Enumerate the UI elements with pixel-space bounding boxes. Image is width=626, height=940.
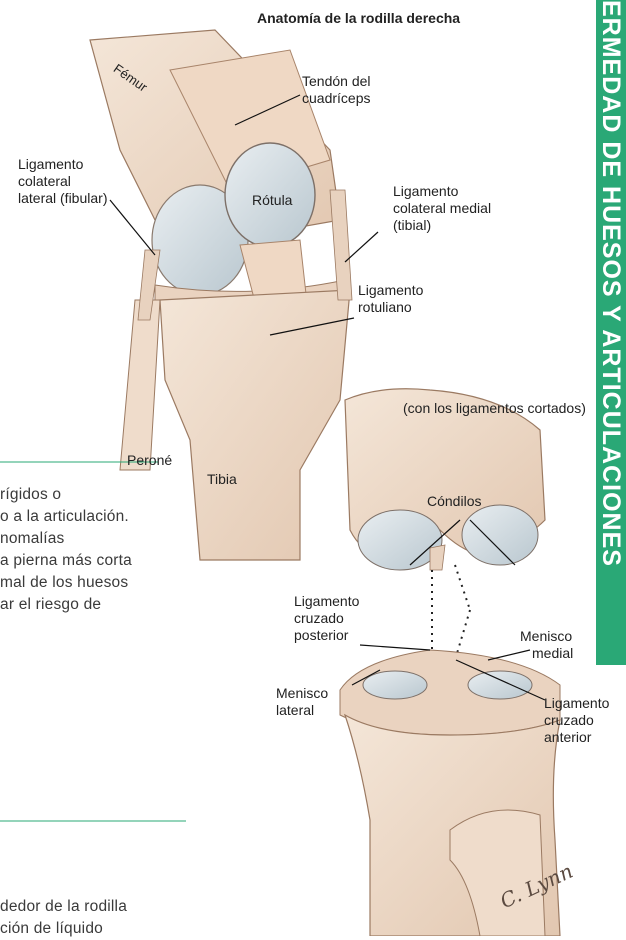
body-line-5: mal de los huesos xyxy=(0,572,128,594)
lcl-label-line1: Ligamento xyxy=(18,156,83,173)
quad-tendon-label-line2: cuadríceps xyxy=(302,90,370,107)
chapter-side-tab: ERMEDAD DE HUESOS Y ARTICULACIONES xyxy=(596,0,626,665)
condilos-label: Cóndilos xyxy=(427,493,481,510)
figure-title: Anatomía de la rodilla derecha xyxy=(257,10,460,27)
figure-subtitle: (con los ligamentos cortados) xyxy=(403,400,586,417)
medial-meniscus-label-line2: medial xyxy=(532,645,573,662)
patellar-ligament-label-line1: Ligamento xyxy=(358,282,423,299)
perone-label: Peroné xyxy=(127,452,172,469)
mcl-label-line3: (tibial) xyxy=(393,217,431,234)
acl-label-line2: cruzado xyxy=(544,712,594,729)
lateral-meniscus-label-line2: lateral xyxy=(276,702,314,719)
acl-label-line3: anterior xyxy=(544,729,591,746)
medial-meniscus-label-line1: Menisco xyxy=(520,628,572,645)
tibia-label: Tibia xyxy=(207,471,237,488)
body-line-3: nomalías xyxy=(0,528,65,550)
body-line-6: ar el riesgo de xyxy=(0,594,101,616)
chapter-side-tab-text: ERMEDAD DE HUESOS Y ARTICULACIONES xyxy=(599,0,623,567)
acl-label-line1: Ligamento xyxy=(544,695,609,712)
quad-tendon-label-line1: Tendón del xyxy=(302,73,371,90)
patellar-ligament-label-line2: rotuliano xyxy=(358,299,412,316)
pcl-label-line1: Ligamento xyxy=(294,593,359,610)
body-line-2: o a la articulación. xyxy=(0,506,129,528)
lcl-label-line2: colateral xyxy=(18,173,71,190)
body-line-1: rígidos o xyxy=(0,484,61,506)
mcl-label-line1: Ligamento xyxy=(393,183,458,200)
body-line-7: dedor de la rodilla xyxy=(0,896,127,918)
body-line-8: ción de líquido xyxy=(0,918,103,940)
mcl-label-line2: colateral medial xyxy=(393,200,491,217)
pcl-label-line2: cruzado xyxy=(294,610,344,627)
pcl-label-line3: posterior xyxy=(294,627,348,644)
lower-knee-drawing xyxy=(340,389,560,936)
rotula-label: Rótula xyxy=(252,192,292,209)
lcl-label-line3: lateral (fibular) xyxy=(18,190,107,207)
body-line-4: a pierna más corta xyxy=(0,550,132,572)
lateral-meniscus-label-line1: Menisco xyxy=(276,685,328,702)
